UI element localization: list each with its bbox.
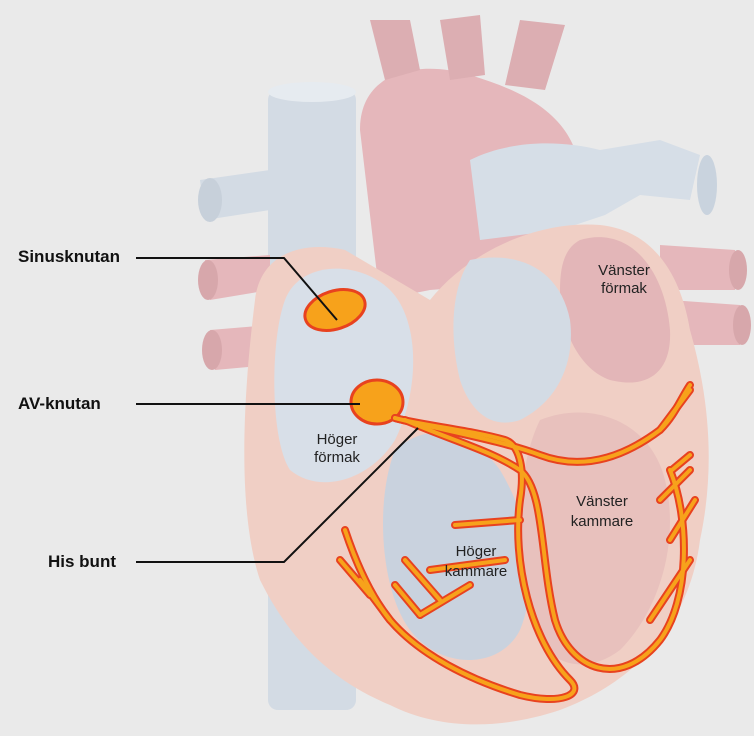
left-atrium-label-line1: Vänster xyxy=(598,262,650,279)
right-ventricle-label-line2: kammare xyxy=(445,563,508,580)
right-atrium-label-line2: förmak xyxy=(314,449,360,466)
left-ventricle-label-line1: Vänster xyxy=(576,493,628,510)
av-node-label: AV-knutan xyxy=(18,394,101,413)
left-atrium-label-line2: förmak xyxy=(601,280,647,297)
right-atrium-label-line1: Höger xyxy=(317,431,358,448)
sinus-node-label: Sinusknutan xyxy=(18,247,120,266)
left-ventricle-label-line2: kammare xyxy=(571,513,634,530)
his-bundle-label: His bunt xyxy=(48,552,116,571)
right-ventricle-label-line1: Höger xyxy=(456,543,497,560)
